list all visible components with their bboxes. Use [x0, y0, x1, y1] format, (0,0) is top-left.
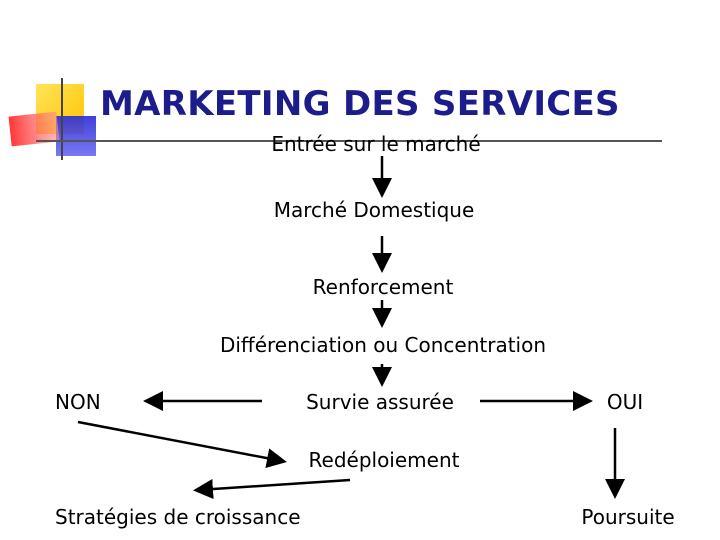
slide-logo — [8, 78, 662, 160]
slide-title: MARKETING DES SERVICES — [100, 84, 620, 124]
node-entree-marche: Entrée sur le marché — [271, 132, 481, 156]
node-oui: OUI — [606, 390, 644, 414]
arrow-non-to-redeploiement — [77, 420, 287, 469]
node-strategies-croissance: Stratégies de croissance — [55, 505, 301, 529]
node-non: NON — [55, 390, 101, 414]
node-survie-assuree: Survie assurée — [306, 390, 454, 414]
logo-red-square — [8, 111, 60, 147]
node-marche-domestique: Marché Domestique — [273, 198, 475, 222]
arrow-redeploiement-to-strategies — [193, 478, 351, 499]
node-redeploiement: Redéploiement — [308, 448, 460, 472]
node-differenciation-concentration: Différenciation ou Concentration — [219, 333, 547, 357]
node-renforcement: Renforcement — [312, 275, 454, 299]
node-poursuite: Poursuite — [581, 505, 675, 529]
